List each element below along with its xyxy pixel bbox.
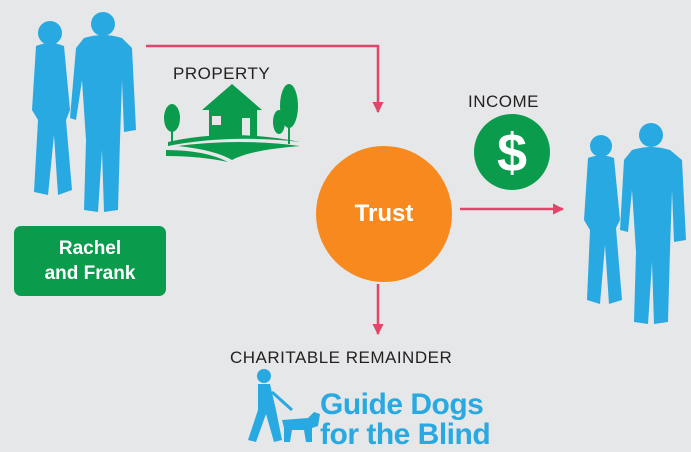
property-caption: PROPERTY: [173, 64, 271, 83]
donor-name-badge: Rachel and Frank: [14, 226, 166, 296]
donor-name-line2: and Frank: [44, 263, 136, 284]
trust-circle: [316, 146, 452, 282]
donor-name-line1: Rachel: [58, 238, 122, 259]
guide-dog-icon: [248, 369, 320, 442]
arrow-donors-to-trust: [146, 44, 384, 114]
charitable-remainder-caption: CHARITABLE REMAINDER: [230, 348, 453, 367]
beneficiary-couple-icon: [584, 123, 686, 324]
dollar-symbol: $: [497, 123, 527, 183]
income-caption: INCOME: [468, 92, 539, 111]
charity-logo-line2: for the Blind: [320, 418, 491, 451]
donor-couple-icon: [32, 12, 136, 212]
house-icon: [164, 84, 300, 162]
dollar-coin-icon: [474, 114, 550, 190]
trust-label: Trust: [354, 200, 414, 227]
charity-logo-line1: Guide Dogs: [320, 388, 484, 421]
